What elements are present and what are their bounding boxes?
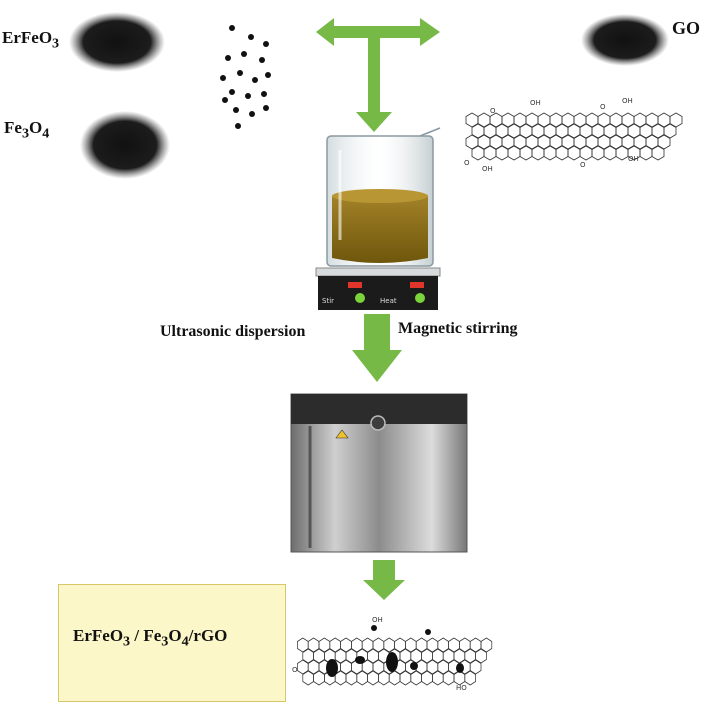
go-powder [581,14,669,66]
down-arrow-1 [352,314,402,382]
stir-knob-icon [355,293,365,303]
svg-text:O: O [580,161,586,169]
go-sheet-structure: OH O O OH O OH O OH [464,97,683,173]
magnetic-stirring-label: Magnetic stirring [398,320,518,337]
down-arrow-2 [363,560,405,600]
svg-text:O: O [490,107,496,115]
product-label: ErFeO3 / Fe3O4/rGO [73,626,228,650]
svg-text:O: O [464,159,470,167]
svg-text:HO: HO [456,684,467,692]
magnetic-stirrer: Stir Heat [315,267,441,310]
fe3o4-label: Fe3O4 [4,118,50,142]
erfeo3-powder [69,12,165,72]
svg-text:OH: OH [482,165,493,173]
heat-knob-icon [415,293,425,303]
svg-text:O: O [600,103,606,111]
svg-text:OH: OH [372,616,383,624]
fe3o4-powder [80,111,170,179]
erfeo3-label: ErFeO3 [2,28,60,52]
ultrasonic-dispersion-label: Ultrasonic dispersion [160,323,306,340]
merge-arrow [316,18,440,132]
stir-label: Stir [322,297,334,305]
rgo-composite-structure: OH O HO [292,616,492,692]
go-label: GO [672,18,701,38]
nanoparticle-dots [220,25,271,129]
svg-text:OH: OH [530,99,541,107]
svg-text:OH: OH [628,155,639,163]
heat-label: Heat [380,297,397,305]
drying-oven [290,393,468,553]
svg-text:O: O [292,666,298,674]
product-box: ErFeO3 / Fe3O4/rGO [58,584,286,702]
beaker [326,127,441,267]
svg-text:OH: OH [622,97,633,105]
